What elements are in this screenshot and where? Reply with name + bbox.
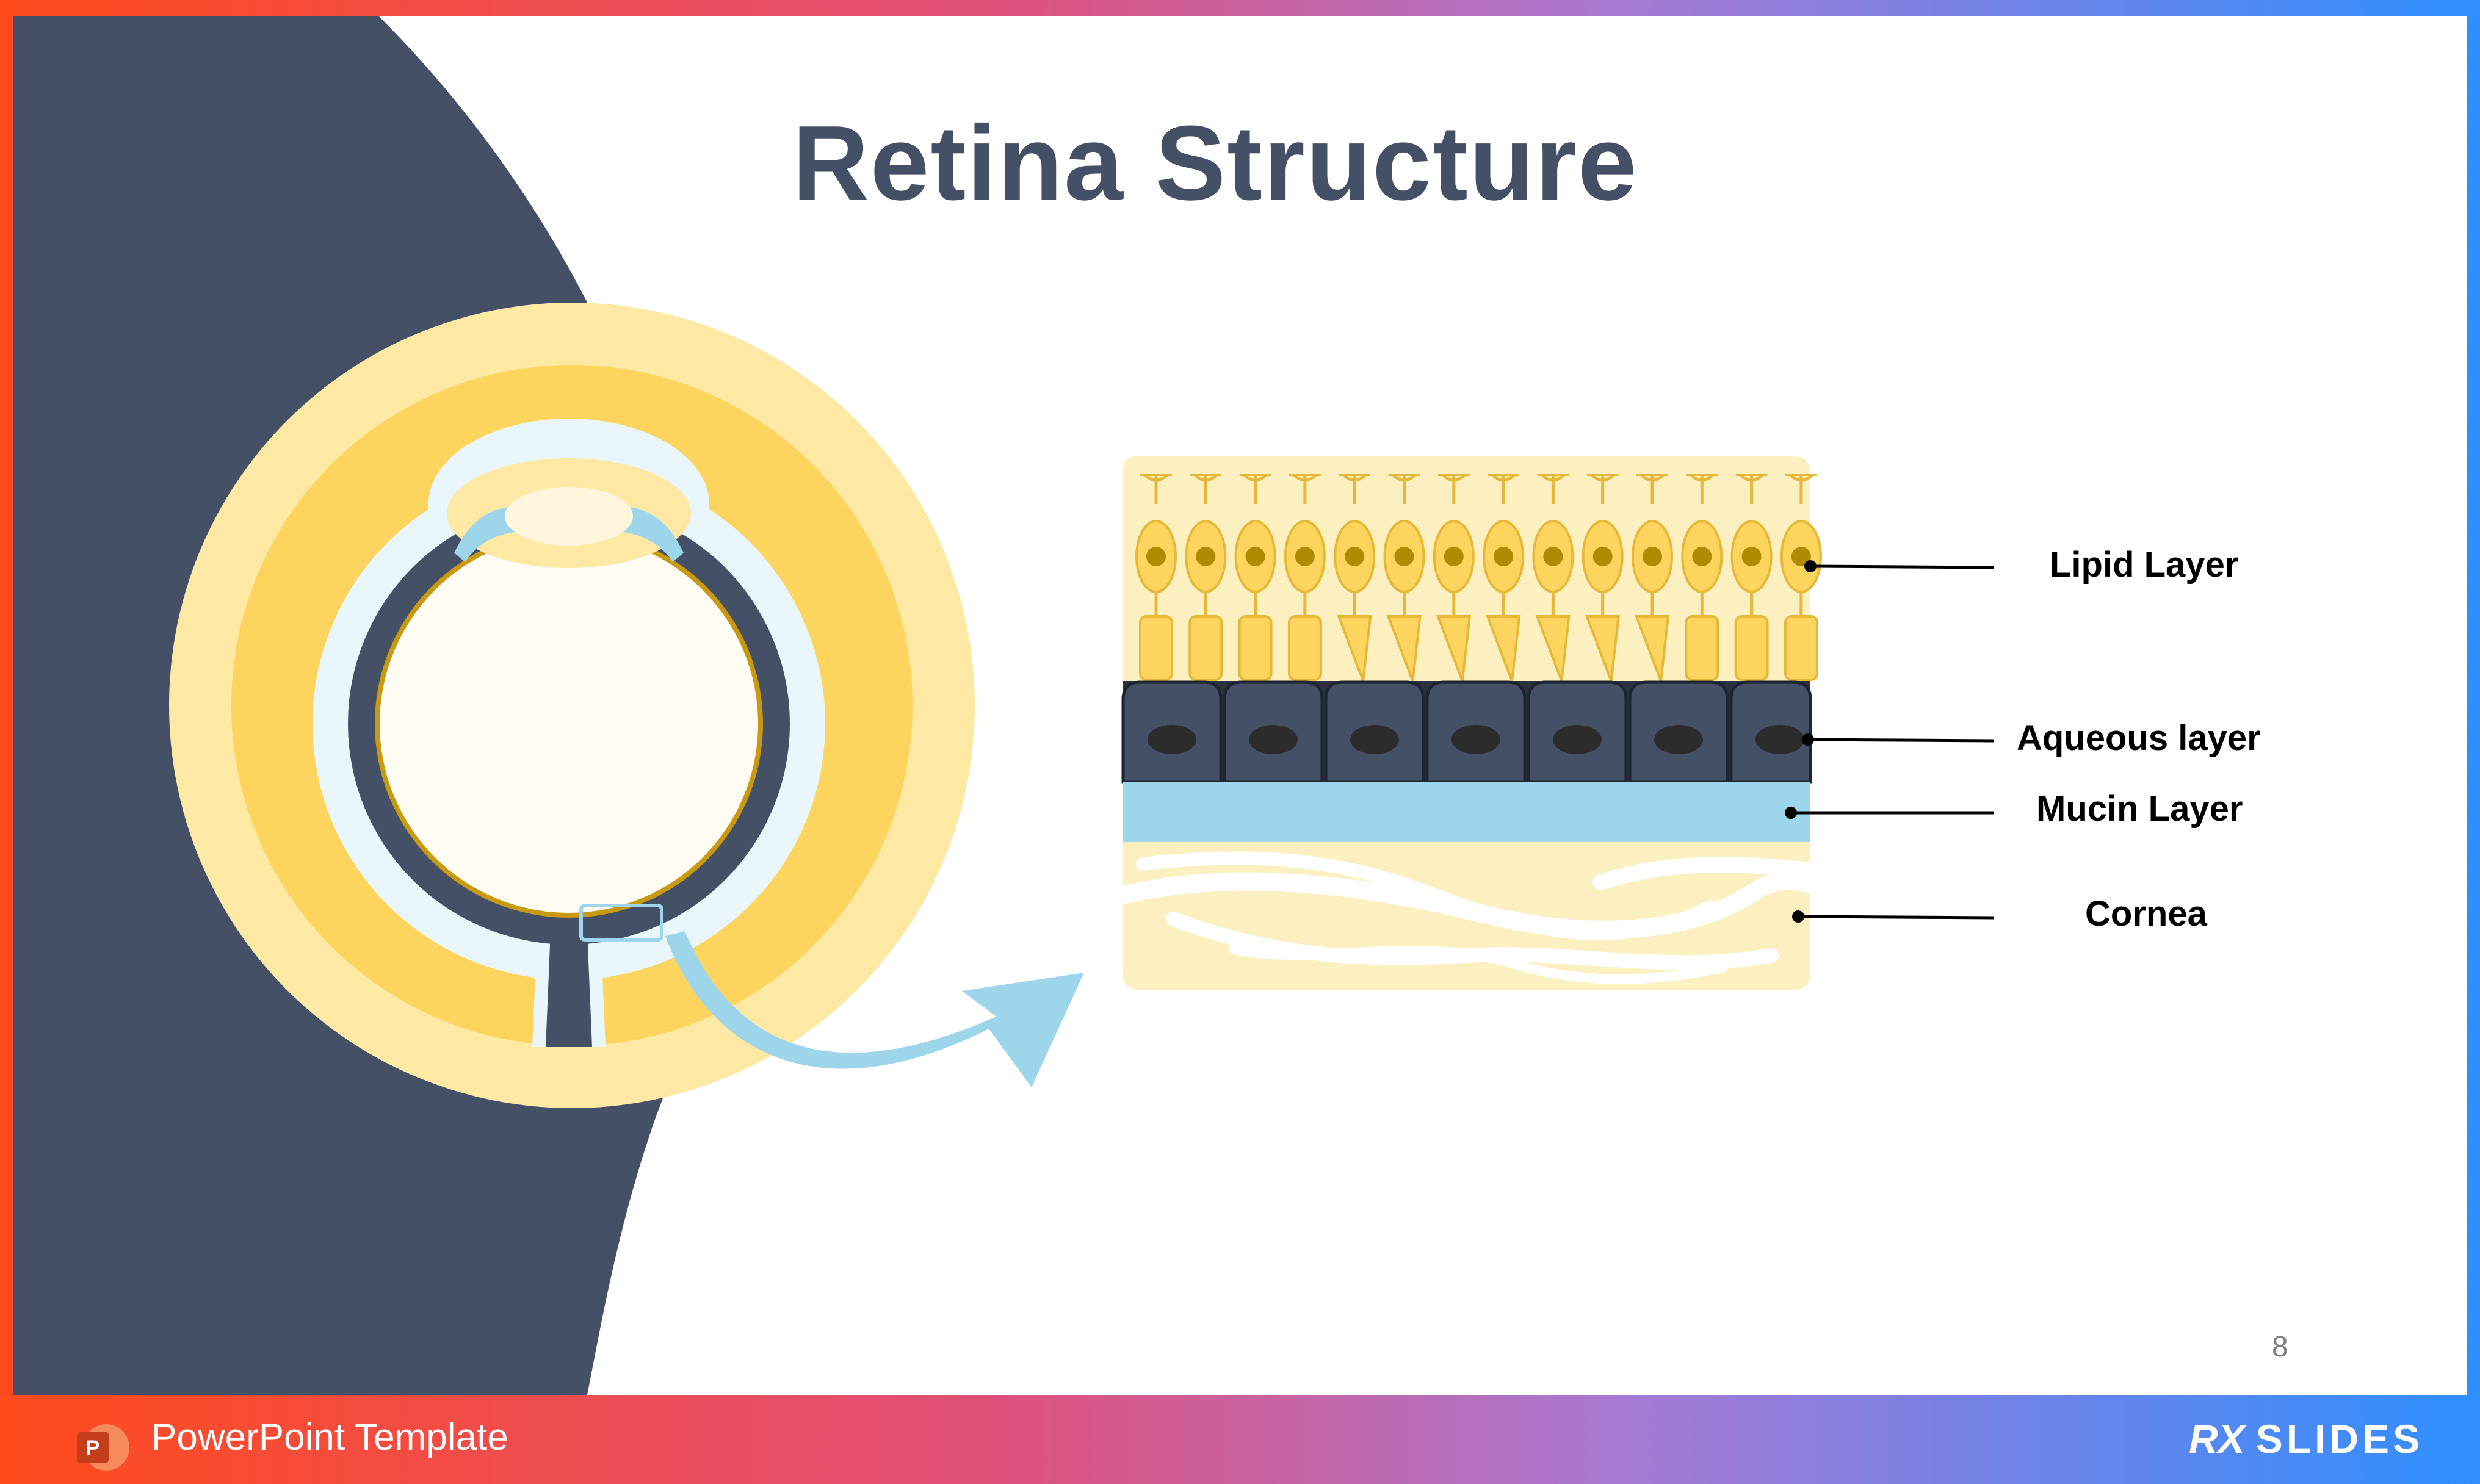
aqueous-cell xyxy=(1628,680,1729,784)
retina-layers-diagram xyxy=(1116,456,1822,990)
photoreceptor-cell xyxy=(1433,474,1475,682)
eye-lens xyxy=(505,487,633,546)
photoreceptor-cell xyxy=(1483,474,1525,682)
brand-logo-rx: RX xyxy=(2189,1416,2245,1461)
eye-vitreous xyxy=(380,535,758,913)
label-cornea: Cornea xyxy=(2085,894,2207,934)
photoreceptor-cell xyxy=(1582,474,1624,682)
ciliary-right xyxy=(618,506,684,562)
slide: Retina Structure Lipid Layer Aqueous lay… xyxy=(13,16,2467,1395)
photoreceptor-cell xyxy=(1730,474,1773,681)
photoreceptor-cell xyxy=(1532,474,1574,682)
cornea-fiber-4 xyxy=(1229,945,1727,984)
footer-template-label: PowerPoint Template xyxy=(151,1416,508,1458)
label-lipid-layer: Lipid Layer xyxy=(2050,545,2239,585)
aqueous-cell xyxy=(1223,680,1324,784)
photoreceptor-cells xyxy=(1135,474,1822,682)
optic-nerve-core xyxy=(546,931,592,1047)
photoreceptor-cell xyxy=(1334,474,1376,682)
photoreceptor-cell xyxy=(1780,474,1822,681)
pointer-line-cornea xyxy=(1798,915,1994,920)
aqueous-cell xyxy=(1527,680,1628,784)
label-mucin-layer: Mucin Layer xyxy=(2036,789,2243,829)
label-aqueous-layer: Aqueous layer xyxy=(2017,718,2261,758)
photoreceptor-cell xyxy=(1185,474,1227,681)
aqueous-cell xyxy=(1425,680,1527,784)
aqueous-cell xyxy=(1324,680,1425,784)
pointer-line-aqueous xyxy=(1807,738,1994,743)
zoom-highlight-box xyxy=(579,904,663,942)
powerpoint-icon: P xyxy=(77,1424,129,1471)
zoom-arrow xyxy=(665,931,1084,1087)
pointer-line-lipid xyxy=(1810,564,1994,569)
powerpoint-icon-letter: P xyxy=(86,1436,100,1460)
page-number: 8 xyxy=(2272,1331,2288,1363)
eye-illustration xyxy=(169,303,975,1108)
cornea-fiber-5 xyxy=(1592,857,1818,890)
label-pointers xyxy=(1785,560,1994,923)
page-title: Retina Structure xyxy=(792,103,1638,222)
photoreceptor-cell xyxy=(1234,474,1276,681)
photoreceptor-cell xyxy=(1681,474,1723,681)
ciliary-left xyxy=(454,506,520,562)
brand-logo-name: SLIDES xyxy=(2255,1416,2424,1461)
photoreceptor-cell xyxy=(1632,474,1673,682)
photoreceptor-cell xyxy=(1284,474,1326,681)
diagram-canvas xyxy=(13,16,1994,1395)
mucin-band xyxy=(1123,782,1810,842)
aqueous-cell xyxy=(1729,680,1812,784)
photoreceptor-cell xyxy=(1135,474,1177,681)
cornea-fiber-2 xyxy=(1136,851,1717,941)
aqueous-cell xyxy=(1121,680,1223,784)
photoreceptor-cell xyxy=(1383,474,1425,682)
aqueous-cells xyxy=(1121,680,1812,784)
